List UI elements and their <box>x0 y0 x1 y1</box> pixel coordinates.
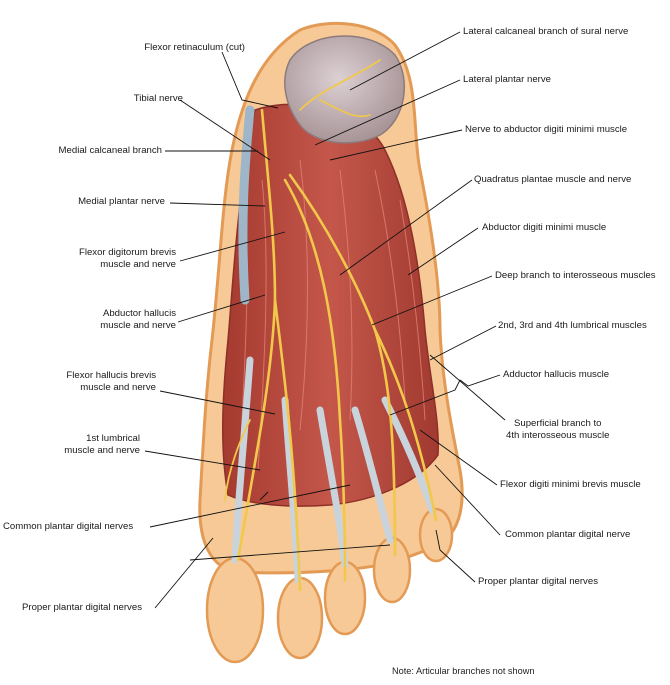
leader-medial-plantar <box>169 202 266 207</box>
leader-common-left-b <box>259 491 269 501</box>
note-articular-branches: Note: Articular branches not shown <box>392 666 535 676</box>
leader-proper-right-b <box>435 529 441 551</box>
label-deep-branch: Deep branch to interosseous muscles <box>495 270 656 281</box>
label-lateral-calcaneal-branch: Lateral calcaneal branch of sural nerve <box>463 26 629 37</box>
leader-lateral-calcaneal <box>349 31 461 91</box>
label-adductor-hallucis: Adductor hallucis muscle <box>503 369 610 380</box>
label-lumbrical1-line2: muscle and nerve <box>64 444 140 456</box>
leader-flexor-retinaculum <box>221 51 279 109</box>
label-proper-plantar-digital-nerves-right: Proper plantar digital nerves <box>478 576 598 587</box>
label-tibial-nerve: Tibial nerve <box>133 93 183 104</box>
toe-1 <box>205 556 265 664</box>
label-lumbrical1-line1: 1st lumbrical <box>86 433 140 444</box>
leader-common-right <box>434 464 501 536</box>
label-fhb-line1: Flexor hallucis brevis <box>66 370 156 381</box>
leader-lumbrical1 <box>144 450 261 471</box>
nerves <box>224 59 438 592</box>
leader-fhb <box>159 390 276 415</box>
toe-4 <box>372 536 412 604</box>
label-fdb-line1: Flexor digitorum brevis <box>78 247 176 258</box>
label-abductor-hallucis: Abductor hallucis muscle and nerve <box>100 308 176 331</box>
label-medial-plantar-nerve: Medial plantar nerve <box>78 196 165 207</box>
leader-fdb <box>179 231 286 262</box>
label-quadratus-plantae: Quadratus plantae muscle and nerve <box>474 174 632 185</box>
label-fdb-line2: muscle and nerve <box>100 258 176 270</box>
label-abd-hallucis-line1: Abductor hallucis <box>102 308 176 319</box>
leader-tibial-nerve <box>179 99 271 161</box>
label-flexor-digitorum-brevis: Flexor digitorum brevis muscle and nerve <box>79 247 176 270</box>
calcaneus <box>284 35 406 144</box>
label-fhb-line2: muscle and nerve <box>80 381 156 393</box>
leader-abd-dm <box>407 227 479 276</box>
label-proper-plantar-digital-nerves-left: Proper plantar digital nerves <box>22 602 142 613</box>
label-abd-hallucis-line2: muscle and nerve <box>100 319 176 331</box>
leader-proper-left-a <box>154 537 214 609</box>
label-flexor-hallucis-brevis: Flexor hallucis brevis muscle and nerve <box>66 370 156 393</box>
leader-superficial <box>429 354 506 421</box>
label-lumbricals-234: 2nd, 3rd and 4th lumbrical muscles <box>498 320 647 331</box>
leader-proper-left-b <box>189 544 391 561</box>
leader-deep-branch <box>371 275 493 326</box>
leader-abd-hallucis <box>177 294 266 323</box>
leader-lateral-plantar <box>314 79 461 146</box>
label-abductor-digiti-minimi: Abductor digiti minimi muscle <box>482 222 607 233</box>
label-superficial-line1: Superficial branch to <box>513 418 602 429</box>
leader-quadratus <box>339 179 473 276</box>
leader-lumbricals <box>429 325 497 361</box>
label-common-plantar-digital-nerve: Common plantar digital nerve <box>505 529 631 540</box>
leader-nerve-adm <box>329 129 463 161</box>
label-superficial-branch: Superficial branch to 4th interosseous m… <box>506 418 609 441</box>
label-flexor-retinaculum: Flexor retinaculum (cut) <box>144 42 245 53</box>
label-lateral-plantar-nerve: Lateral plantar nerve <box>463 74 551 85</box>
leader-common-left-a <box>149 484 351 528</box>
label-common-plantar-digital-nerves: Common plantar digital nerves <box>3 521 134 532</box>
leader-lines <box>144 31 506 609</box>
label-flexor-digiti-minimi-brevis: Flexor digiti minimi brevis muscle <box>500 479 641 490</box>
leader-proper-right-a <box>439 549 476 583</box>
tibial-trunk <box>238 105 255 305</box>
toe-5 <box>418 507 454 563</box>
leader-fdmb <box>419 429 498 486</box>
leader-adductor <box>389 374 501 416</box>
label-superficial-line2: 4th interosseous muscle <box>506 429 610 441</box>
label-medial-calcaneal-branch: Medial calcaneal branch <box>58 145 162 156</box>
label-nerve-abductor-digiti-minimi: Nerve to abductor digiti minimi muscle <box>465 124 628 135</box>
label-first-lumbrical: 1st lumbrical muscle and nerve <box>64 433 140 456</box>
